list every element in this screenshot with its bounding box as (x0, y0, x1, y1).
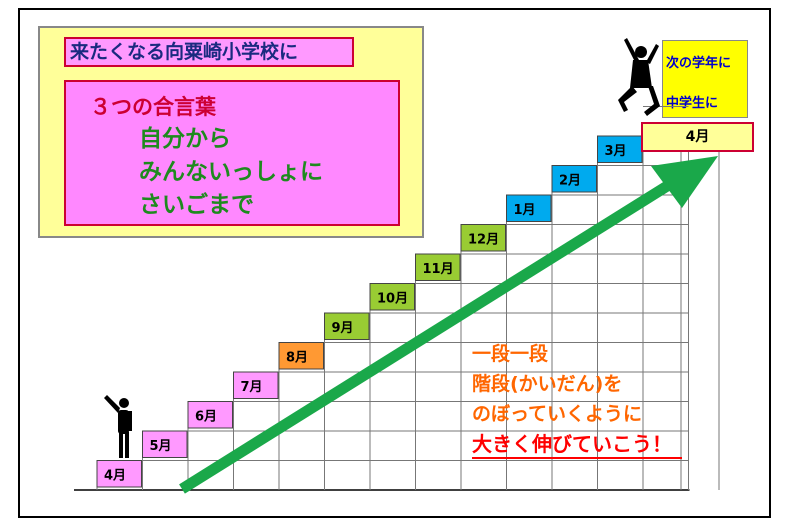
month-step-fill (324, 312, 370, 340)
next-step-line: 次の学年に (666, 56, 732, 71)
month-step: 3月 (597, 135, 643, 163)
month-step: 9月 (324, 312, 370, 340)
month-step-fill (96, 460, 142, 488)
arrow-shaft (179, 178, 675, 494)
month-step-fill (142, 430, 188, 458)
month-step: 12月 (460, 224, 506, 252)
month-step: 4月 (96, 460, 142, 488)
month-label: 5月 (150, 439, 172, 454)
month-step: 7月 (233, 371, 279, 399)
month-step-fill (460, 224, 506, 252)
month-step: 8月 (278, 342, 324, 370)
stairs-grid (74, 106, 720, 491)
message-line: 階段(かいだん)を (472, 373, 623, 395)
motto-panel (64, 80, 400, 226)
figures (104, 38, 660, 458)
month-step-fill (506, 194, 552, 222)
arrow-head (651, 156, 718, 208)
jumping-person-icon (618, 38, 660, 116)
final-month-step: 4月 (641, 122, 754, 152)
month-step: 10月 (369, 283, 415, 311)
month-step: 5月 (142, 430, 188, 458)
motto-title: 来たくなる向粟崎小学校に (64, 37, 354, 67)
month-label: 1月 (514, 203, 536, 218)
message-emphasis: 大きく伸びていこう！ (472, 428, 682, 459)
month-step: 2月 (551, 165, 597, 193)
next-step-box (662, 40, 748, 118)
month-label: 2月 (559, 174, 581, 189)
month-step-fill (278, 342, 324, 370)
month-step: 6月 (187, 401, 233, 429)
month-step-fill (187, 401, 233, 429)
month-label: 4月 (104, 469, 126, 484)
month-step-fill (369, 283, 415, 311)
month-step: 1月 (506, 194, 552, 222)
month-label: 10月 (377, 292, 408, 307)
growth-arrow (179, 156, 718, 494)
message-line: 一段一段 (472, 343, 549, 365)
month-step-fill (415, 253, 461, 281)
message-line: のぼっていくように (472, 403, 643, 425)
month-label: 9月 (332, 321, 354, 336)
month-step-fill (233, 371, 279, 399)
month-label: 7月 (241, 380, 263, 395)
motto-item: みんないっしょに (139, 159, 323, 185)
month-label: 3月 (605, 144, 627, 159)
standing-person-icon (104, 395, 132, 458)
month-step: 11月 (415, 253, 461, 281)
month-label: 8月 (286, 351, 308, 366)
month-label: 11月 (423, 262, 454, 277)
month-label: 12月 (468, 233, 499, 248)
motto-item: さいごまで (139, 192, 254, 218)
motto-item: 自分から (139, 126, 231, 152)
month-steps: 4月 5月 6月 7月 8月 9月 10月 11月 12月 1月 2月 3月 (96, 135, 643, 488)
month-label: 6月 (195, 410, 217, 425)
month-step-fill (597, 135, 643, 163)
next-step-line: 中学生に (666, 96, 719, 111)
month-step-fill (551, 165, 597, 193)
motto-heading: ３つの合言葉 (90, 95, 216, 119)
